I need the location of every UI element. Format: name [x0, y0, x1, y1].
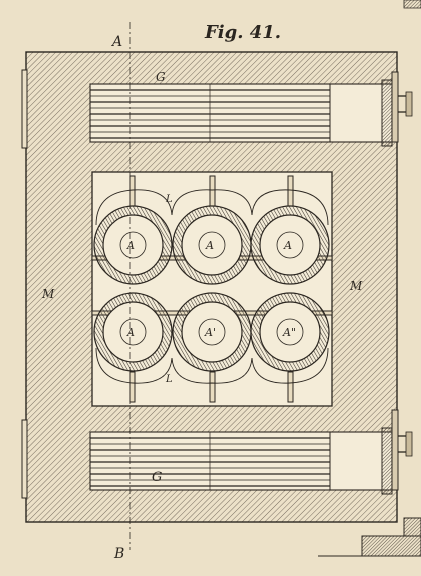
label-masonry-left: M — [41, 287, 55, 301]
label-section-b: B — [113, 546, 124, 562]
label-flue-bottom: G — [152, 470, 162, 485]
corner-fragment-top — [403, 0, 421, 9]
label-section-a: A — [110, 34, 122, 50]
retort-label-1: A — [126, 239, 135, 252]
figure-title: Fig. 41. — [204, 22, 281, 43]
door-fitting-bottom — [391, 409, 413, 491]
retort-row-2 — [93, 292, 330, 372]
left-edge-notch-bottom — [21, 419, 28, 499]
retort-label-6: A" — [282, 326, 296, 339]
retort-row-1 — [93, 205, 330, 285]
retort-label-4: A — [126, 326, 135, 339]
retort-label-3: A — [283, 239, 292, 252]
retort-2 — [172, 205, 252, 285]
retort-3 — [250, 205, 330, 285]
retort-label-2: A — [205, 239, 214, 252]
retort-label-5: A' — [204, 326, 216, 339]
label-masonry-right: M — [349, 279, 363, 293]
label-arc-bottom: L — [165, 374, 173, 385]
retort-flue-arcs — [95, 189, 329, 384]
door-fitting-top — [391, 71, 413, 143]
retort-1 — [93, 205, 173, 285]
left-edge-notch-top — [21, 69, 28, 149]
flue-top — [89, 79, 393, 147]
retort-5 — [172, 292, 252, 372]
retort-struts — [129, 175, 294, 403]
label-flue-top: G — [156, 70, 166, 84]
label-arc-top: L — [165, 194, 173, 205]
foundation-fragment — [318, 517, 421, 557]
retort-4 — [93, 292, 173, 372]
flue-bottom — [89, 427, 393, 495]
retort-6 — [250, 292, 330, 372]
